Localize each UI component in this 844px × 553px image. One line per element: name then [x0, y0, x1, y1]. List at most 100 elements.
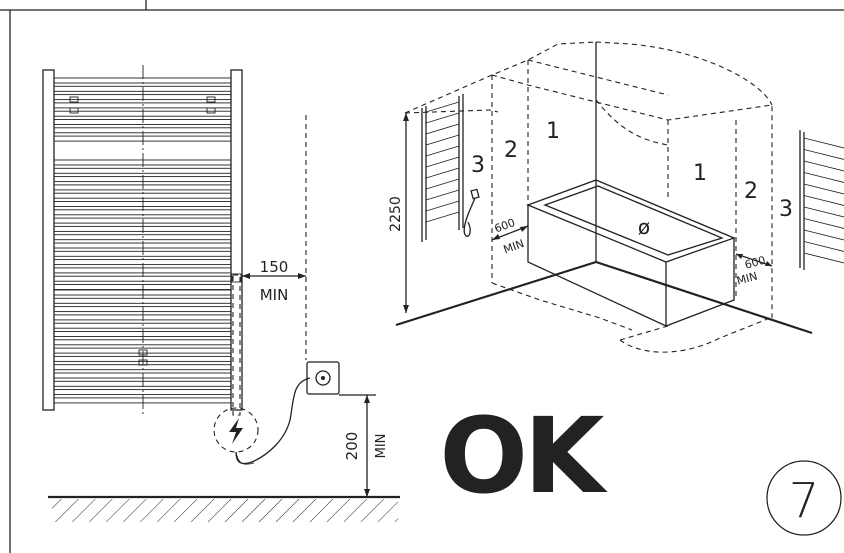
- floor-clearance-dimension: 200 MIN: [339, 394, 389, 497]
- rail-bar: [53, 184, 232, 191]
- wall-rail-bar: [803, 160, 844, 172]
- shower-head: [463, 188, 480, 237]
- right-zone-clearance: 600 MIN: [735, 253, 773, 288]
- towel-rail-front-view: [42, 65, 243, 415]
- rail-bar: [53, 167, 232, 174]
- rail-bar: [53, 275, 232, 282]
- wall-rail-bar: [425, 189, 460, 201]
- rail-bar: [53, 397, 232, 404]
- zone-3-left-label: 3: [471, 153, 485, 178]
- rail-bar: [53, 102, 232, 109]
- wall-rail-bar: [425, 123, 460, 135]
- zone-1-left-label: 1: [546, 119, 560, 144]
- wall-rail-bar: [803, 137, 844, 149]
- rail-bar: [53, 347, 232, 354]
- rail-bar: [53, 380, 232, 387]
- rail-bar: [53, 94, 232, 101]
- rail-bar: [53, 289, 232, 296]
- rail-bar: [53, 355, 232, 362]
- zone-3-right-label: 3: [779, 197, 793, 222]
- left-clearance-unit: MIN: [502, 237, 526, 256]
- rail-bar: [53, 85, 232, 92]
- ok-label: OK: [440, 395, 608, 517]
- figure-number: 7: [789, 473, 820, 529]
- floor-clearance-value: 200: [343, 432, 361, 461]
- bathroom-zone-diagram: ø 2250: [388, 41, 844, 353]
- wall-rail-bar: [803, 195, 844, 206]
- bathtub: ø: [526, 179, 736, 328]
- wall-rail-bar: [425, 178, 460, 190]
- height-dimension: 2250: [388, 113, 409, 313]
- wall-rail-bar: [803, 206, 844, 218]
- left-zone-clearance: 600 MIN: [491, 216, 529, 256]
- wall-rail-bar: [425, 134, 460, 146]
- rail-bar: [53, 259, 232, 266]
- rail-bar: [53, 267, 232, 274]
- wall-rail-bar: [425, 167, 460, 179]
- towel-rail-bars: [53, 77, 232, 404]
- figure-number-badge: 7: [766, 460, 842, 536]
- rail-bar: [53, 77, 232, 84]
- wall-brackets: [69, 96, 216, 366]
- rail-bar: [53, 135, 232, 142]
- rail-bar: [53, 364, 232, 371]
- rail-bar: [53, 339, 232, 346]
- side-clearance-dimension: 150 MIN: [242, 115, 307, 360]
- right-clearance-value: 600: [743, 254, 767, 272]
- wall-socket: [306, 361, 340, 395]
- rail-bar: [53, 297, 232, 304]
- rail-bar: [53, 192, 232, 199]
- wall-rail-bar: [425, 156, 460, 168]
- zone-1-right-label: 1: [693, 161, 707, 186]
- rail-bar: [53, 119, 232, 125]
- rail-bar: [53, 201, 232, 207]
- wall-rail-bar: [803, 229, 844, 241]
- wall-rail-bar: [803, 252, 844, 264]
- side-clearance-unit: MIN: [260, 286, 289, 304]
- zone-boundaries: [404, 41, 773, 353]
- zone-2-left-label: 2: [504, 138, 518, 163]
- right-clearance-unit: MIN: [735, 270, 759, 288]
- wall-towel-rail-left: [421, 94, 464, 242]
- floor-clearance-unit: MIN: [374, 434, 389, 459]
- rail-bar: [53, 242, 232, 249]
- rail-bar: [53, 159, 232, 166]
- drain-symbol: ø: [638, 215, 650, 239]
- wall-rail-bar: [803, 172, 844, 183]
- rail-bar: [53, 306, 232, 313]
- rail-bar: [53, 372, 232, 379]
- wall-rail-bar: [425, 145, 460, 157]
- wall-rail-bar: [803, 183, 844, 195]
- wall-rail-bar: [803, 149, 844, 160]
- rail-bar: [53, 389, 232, 396]
- rail-bar: [53, 127, 232, 134]
- rail-bar: [53, 234, 232, 241]
- height-value: 2250: [388, 196, 404, 232]
- heating-element: [231, 273, 242, 416]
- wall-rail-bar: [425, 211, 460, 223]
- wall-rail-bar: [803, 241, 844, 252]
- wall-rail-bar: [425, 112, 460, 124]
- rail-bar: [53, 314, 232, 321]
- floor-hatch: [48, 495, 400, 522]
- rail-bar: [53, 331, 232, 337]
- rail-bar: [53, 209, 232, 216]
- wall-towel-rail-right: [799, 130, 844, 270]
- zone-2-right-label: 2: [744, 179, 758, 204]
- power-cable: [235, 377, 311, 465]
- rail-bar: [53, 250, 232, 257]
- side-clearance-value: 150: [260, 258, 289, 276]
- electric-connection-circle: [213, 407, 259, 453]
- rail-bar: [53, 176, 232, 183]
- wall-rail-bar: [803, 218, 844, 229]
- wall-rail-bar: [425, 200, 460, 212]
- rail-bar: [53, 322, 232, 329]
- rail-bar: [53, 225, 232, 232]
- wall-rail-bar: [425, 101, 460, 113]
- rail-bar: [53, 110, 232, 117]
- left-clearance-value: 600: [493, 216, 517, 235]
- rail-bar: [53, 284, 232, 290]
- rail-bar: [53, 217, 232, 224]
